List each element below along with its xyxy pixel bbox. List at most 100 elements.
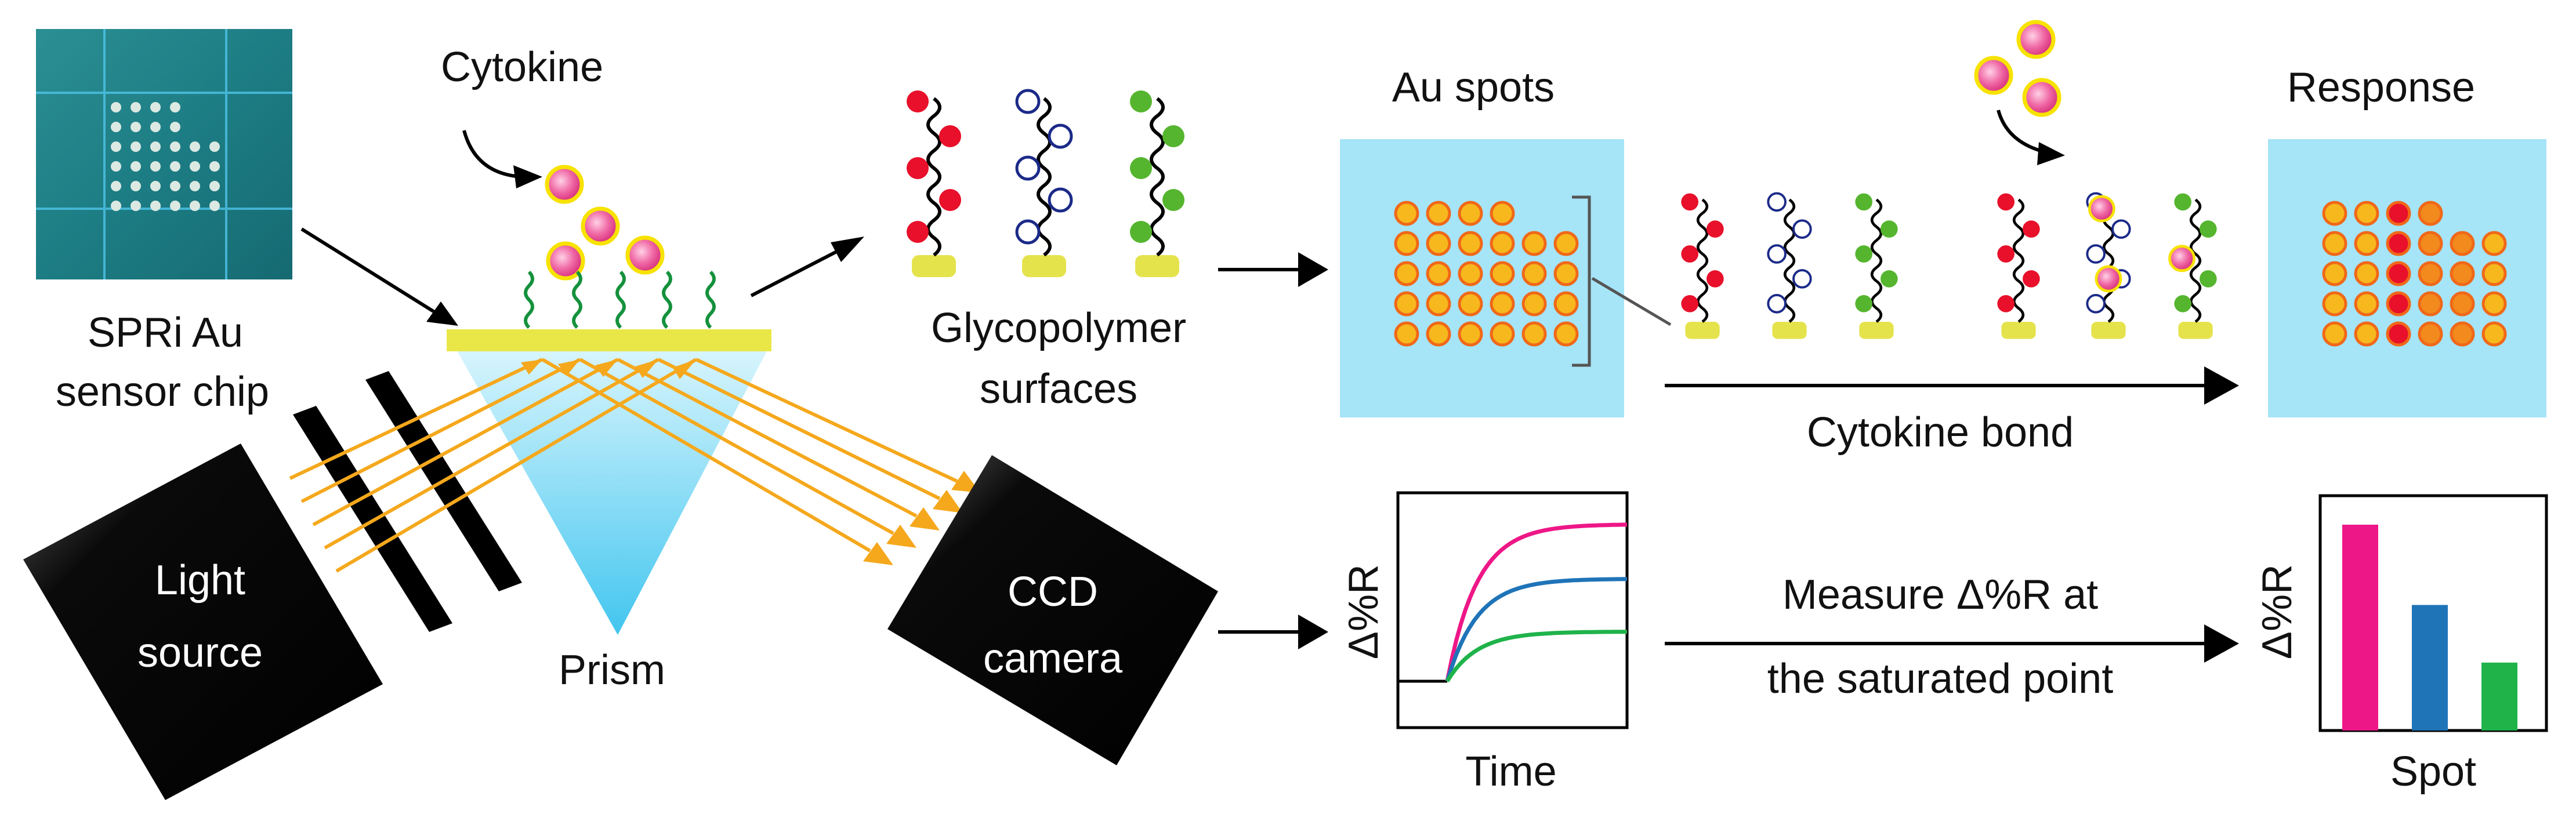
- sensor-to-glyco-arrow: [750, 237, 864, 297]
- au-spot: [2450, 261, 2475, 286]
- au-spot: [2386, 291, 2411, 317]
- sugar-unit: [939, 189, 961, 211]
- light-source-label-line1: Light: [155, 557, 245, 604]
- bar-group: [2342, 525, 2517, 731]
- chip-dot: [111, 161, 121, 172]
- light-source-box: [23, 444, 383, 800]
- chip-dot: [131, 141, 141, 152]
- au-spot: [2322, 291, 2347, 317]
- sensorgram-curve-lightgreen: [1445, 630, 1627, 682]
- au-spot: [1458, 201, 1483, 226]
- au-spot: [1394, 261, 1419, 286]
- glyco-to-auspots-arrow: [1218, 252, 1328, 287]
- gold-pad: [912, 255, 956, 277]
- prism-label: Prism: [559, 647, 665, 693]
- sugar-unit: [1855, 295, 1872, 312]
- chip-dot: [209, 161, 220, 172]
- response-spot-array: [2322, 201, 2507, 347]
- cytokine-label: Cytokine: [441, 44, 603, 90]
- sensorgram-y-label: Δ%R: [1340, 564, 1387, 659]
- au-spot: [1394, 231, 1419, 256]
- au-spot: [1521, 261, 1547, 286]
- polymer-chain: [2012, 198, 2025, 323]
- au-spot-array: [1394, 201, 1579, 347]
- au-spot: [2354, 261, 2379, 286]
- gold-pad: [1772, 322, 1807, 339]
- chip-dot: [170, 181, 180, 191]
- gold-pad: [2001, 322, 2036, 339]
- chip-dot: [131, 102, 141, 112]
- sugar-unit: [1767, 244, 1787, 264]
- chip-dot: [111, 201, 121, 211]
- reflected-light-beams: [541, 358, 958, 553]
- au-spot: [2418, 261, 2443, 286]
- sugar-unit: [1881, 270, 1898, 288]
- au-spot: [2450, 321, 2475, 347]
- au-spot: [1426, 201, 1451, 226]
- sugar-unit: [1855, 193, 1872, 211]
- sugar-unit: [2086, 294, 2106, 314]
- measure-arrow: [1665, 624, 2239, 663]
- sugar-unit: [1681, 295, 1698, 312]
- au-spot: [2418, 321, 2443, 347]
- au-spot: [2481, 261, 2507, 286]
- au-spot: [1521, 291, 1547, 317]
- au-spot: [1426, 261, 1451, 286]
- sensor-chip-photo: [36, 29, 292, 279]
- chip-dot: [150, 102, 161, 112]
- sugar-unit: [907, 221, 929, 243]
- sensorgram-x-label: Time: [1465, 748, 1556, 795]
- surface-ligands: [524, 270, 716, 329]
- sugar-unit: [1767, 294, 1787, 314]
- bar-x-label: Spot: [2390, 748, 2476, 795]
- chip-dot: [170, 102, 180, 112]
- ccd-label-line2: camera: [983, 635, 1123, 682]
- gold-pad: [1135, 255, 1179, 277]
- falling-cytokines: [1974, 20, 2065, 165]
- au-spot: [2481, 321, 2507, 347]
- gold-sensor-film: [447, 329, 771, 351]
- au-spot: [2322, 231, 2347, 256]
- bar-1: [2342, 525, 2378, 731]
- sugar-unit: [907, 157, 929, 179]
- au-spot: [2481, 291, 2507, 317]
- au-spot: [1458, 321, 1483, 347]
- chip-dot: [131, 201, 141, 211]
- bar-3: [2481, 662, 2517, 731]
- chip-dot: [131, 122, 141, 132]
- au-spot: [1426, 321, 1451, 347]
- au-spot: [2386, 261, 2411, 286]
- au-spot: [1394, 291, 1419, 317]
- chip-dot: [111, 141, 121, 152]
- au-spot: [2481, 231, 2507, 256]
- polymer-chain: [926, 97, 941, 257]
- chip-dot: [170, 201, 180, 211]
- chip-to-sensor-arrow: [300, 227, 458, 326]
- au-spot: [1521, 321, 1547, 347]
- au-spot: [1553, 261, 1579, 286]
- au-spot: [2322, 261, 2347, 286]
- sugar-unit: [2200, 270, 2217, 288]
- au-spot: [2386, 321, 2411, 347]
- chip-dot: [111, 181, 121, 191]
- au-spot: [2322, 201, 2347, 226]
- sugar-unit: [1997, 245, 2015, 263]
- sugar-unit: [1130, 221, 1152, 243]
- sugar-unit: [1707, 270, 1724, 288]
- gold-pad: [1859, 322, 1894, 339]
- chip-dot: [190, 141, 200, 152]
- ccd-camera-box: [887, 455, 1218, 765]
- sugar-unit: [1881, 220, 1898, 238]
- sugar-unit: [1162, 125, 1184, 147]
- au-spot: [1553, 291, 1579, 317]
- gold-pad: [2178, 322, 2213, 339]
- chip-dot: [150, 181, 161, 191]
- sugar-unit: [1015, 155, 1041, 181]
- chip-dot: [209, 141, 220, 152]
- sugar-unit: [1767, 192, 1787, 212]
- sugar-unit: [1130, 90, 1152, 112]
- sugar-unit: [2200, 220, 2217, 238]
- sugar-unit: [1997, 193, 2015, 211]
- au-spot: [2386, 231, 2411, 256]
- sugar-unit: [1681, 245, 1698, 263]
